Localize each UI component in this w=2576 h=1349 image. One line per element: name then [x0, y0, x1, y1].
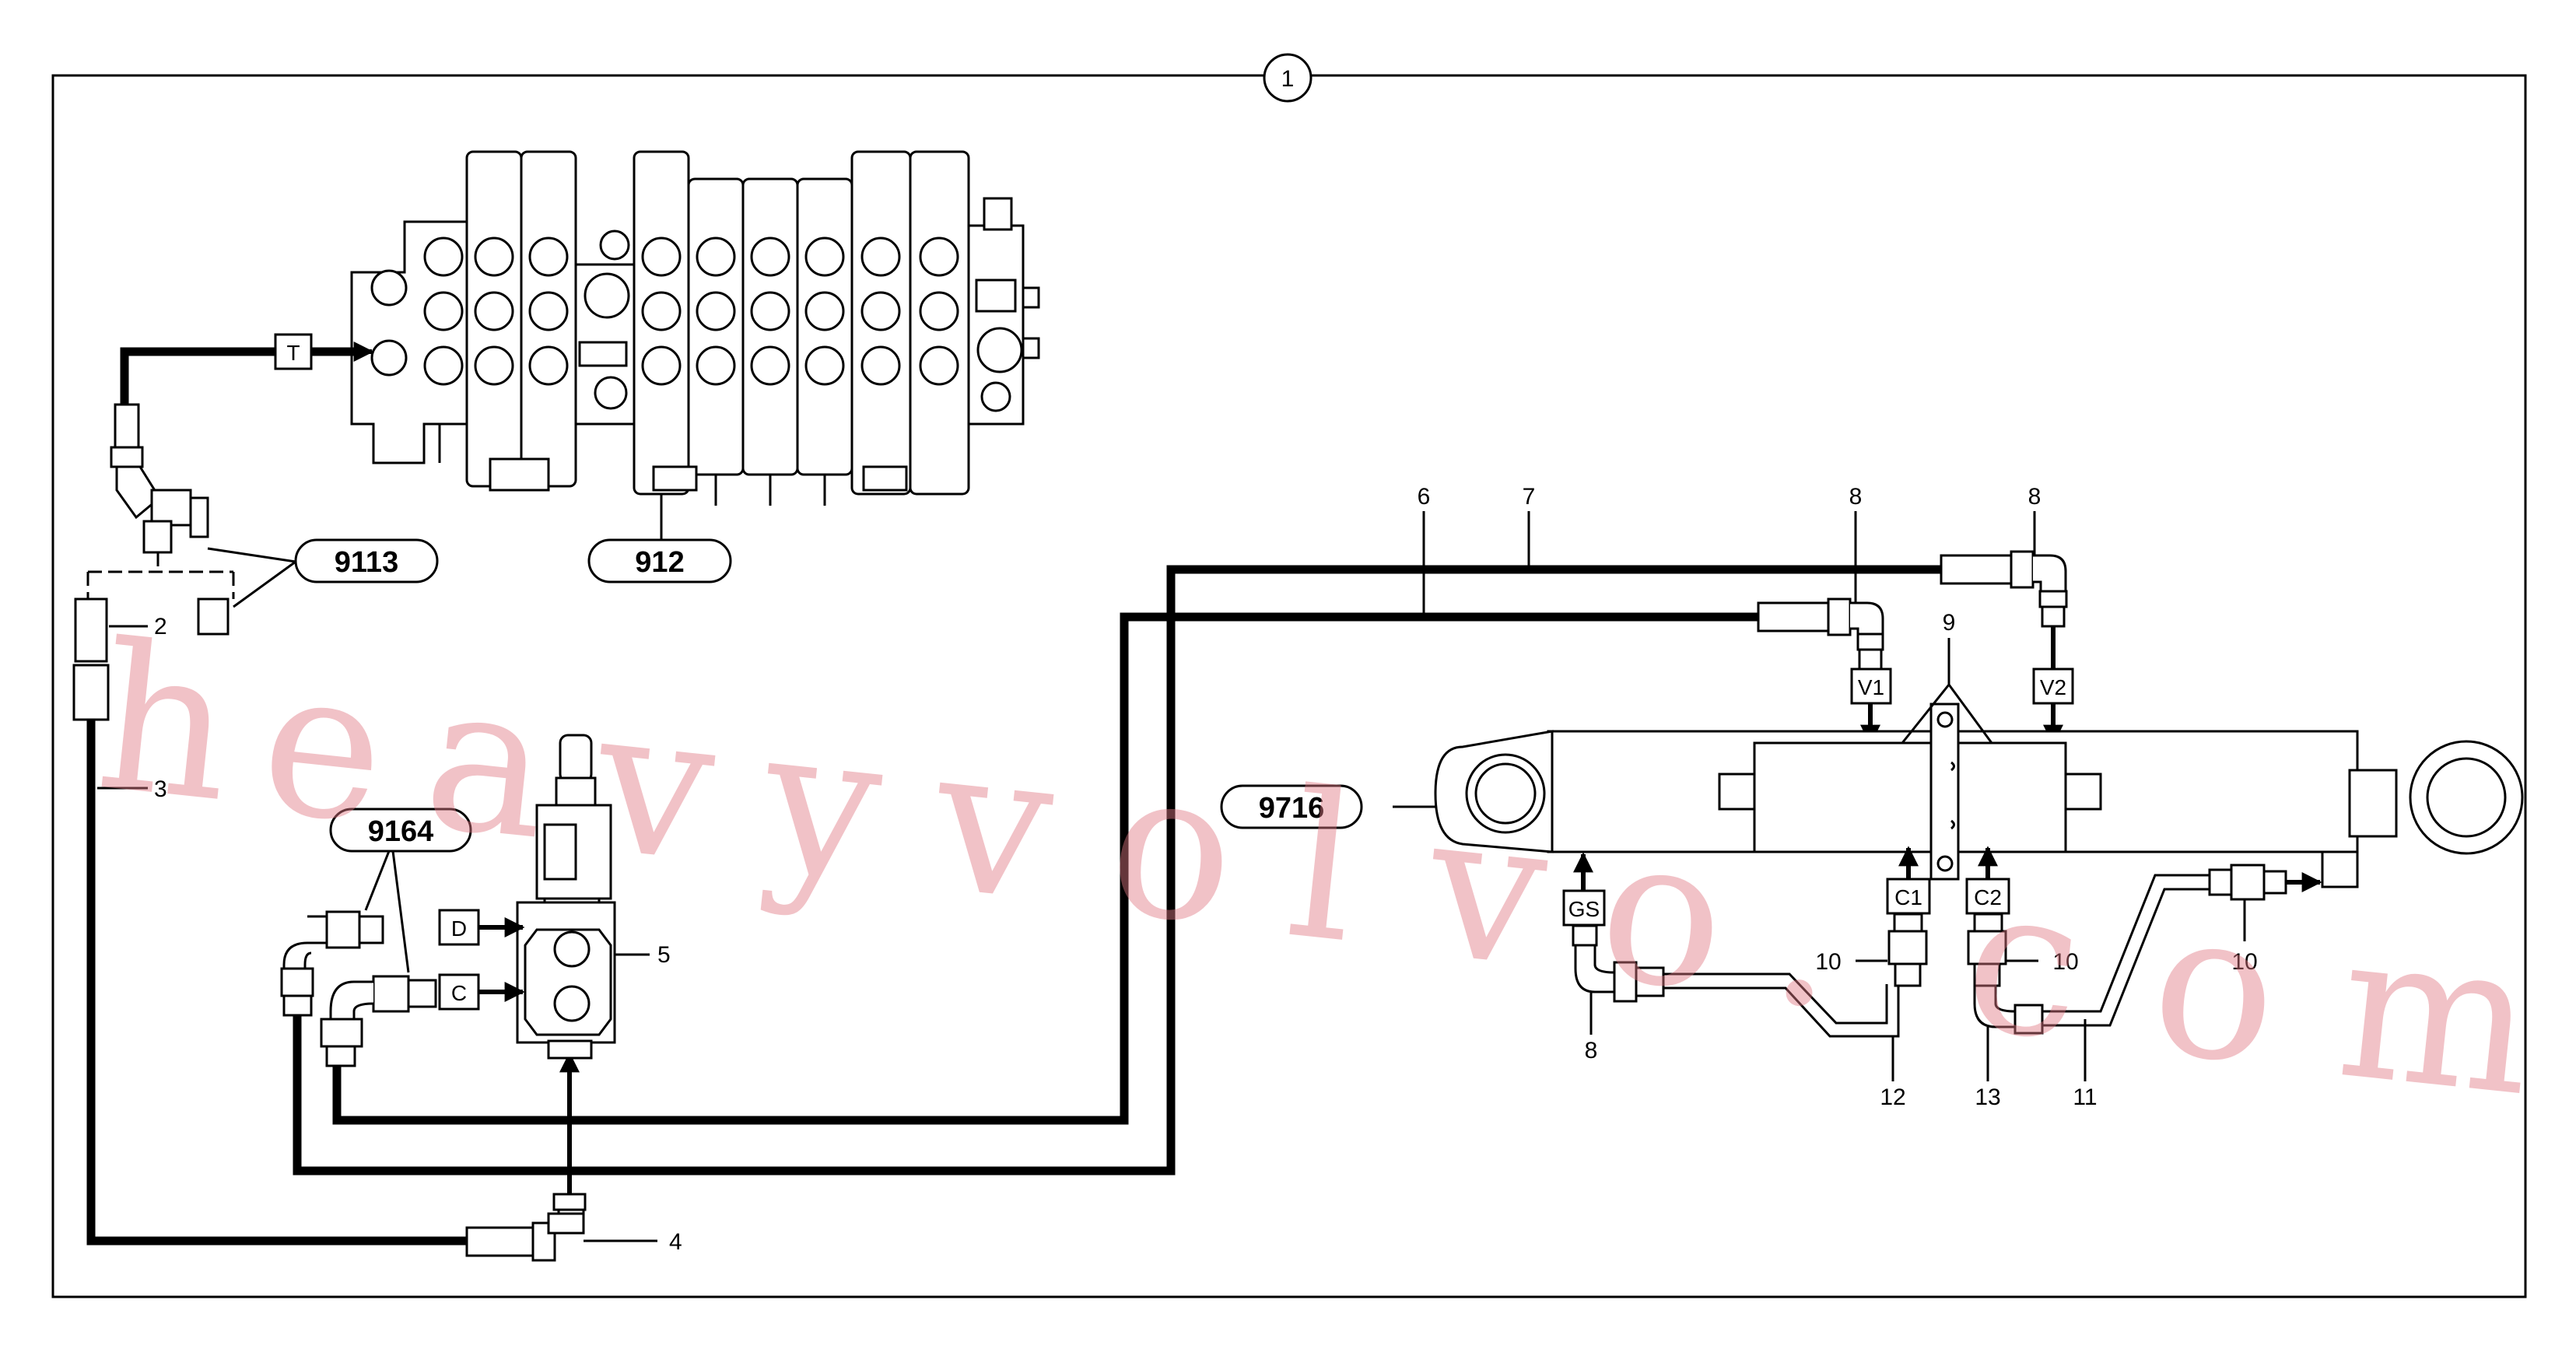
valve-9164 — [516, 734, 616, 1060]
watermark: h e a v y v o l v o . c o m — [89, 600, 2545, 1141]
port-V2-box — [2032, 667, 2074, 705]
svg-text:a: a — [415, 639, 560, 885]
tube-12 — [1663, 972, 1888, 1025]
callout-13: 13 — [1975, 1084, 2000, 1110]
callout-3: 3 — [154, 776, 167, 802]
callout-8-v1: 8 — [1849, 484, 1863, 510]
svg-text:c: c — [1956, 841, 2093, 1087]
fitting-10-c2 — [1967, 913, 2044, 1035]
elbow-fitting-8-v2 — [1940, 550, 2068, 628]
svg-text:l: l — [1279, 748, 1368, 988]
assembly-label-9113: 9113 — [335, 546, 398, 579]
elbow-fitting-8-gs — [1572, 924, 1665, 1003]
svg-text:o: o — [1590, 790, 1736, 1037]
port-V2-label: V2 — [2040, 675, 2066, 699]
index-label: 1 — [1281, 66, 1295, 92]
svg-text:v: v — [583, 662, 724, 908]
callout-2: 2 — [154, 614, 167, 639]
callout-6: 6 — [1418, 484, 1431, 510]
svg-text:o: o — [2143, 864, 2288, 1111]
port-D-box — [438, 909, 480, 946]
hose-3 — [86, 720, 467, 1246]
port-V1-label: V1 — [1858, 675, 1884, 699]
control-valve-912 — [350, 150, 1040, 506]
return-hose — [120, 347, 359, 405]
tube-11 — [2042, 874, 2210, 1013]
port-T-label: T — [286, 341, 300, 365]
elbow-fitting-4 — [465, 1193, 587, 1262]
svg-text:v: v — [921, 701, 1063, 947]
svg-text:e: e — [252, 623, 396, 869]
callout-9: 9 — [1943, 610, 1956, 636]
svg-text:y: y — [750, 682, 892, 927]
port-GS-label: GS — [1568, 897, 1600, 921]
assembly-label-9716: 9716 — [1259, 792, 1325, 825]
callout-10-right: 10 — [2231, 949, 2257, 975]
callout-10-c1: 10 — [1815, 949, 1841, 975]
assembly-label-9164: 9164 — [368, 815, 434, 848]
callout-4: 4 — [669, 1229, 682, 1255]
fitting-C — [320, 975, 437, 1067]
fitting-10-c1 — [1887, 913, 1928, 987]
assembly-badge-9164 — [329, 808, 472, 853]
svg-text:m: m — [2329, 888, 2545, 1141]
callout-11: 11 — [2073, 1084, 2097, 1110]
assembly-badge-912 — [587, 538, 732, 583]
fitting-D — [280, 910, 384, 1017]
hose-7 — [293, 565, 1941, 1176]
port-GS-box — [1562, 889, 1606, 927]
port-C1-label: C1 — [1894, 885, 1922, 909]
svg-text:o: o — [1100, 724, 1246, 971]
callout-8-v2: 8 — [2028, 484, 2042, 510]
port-T-box — [274, 333, 313, 370]
elbow-fitting-8-v1 — [1757, 597, 1884, 671]
port-D-label: D — [451, 916, 467, 941]
port-C2-label: C2 — [1974, 885, 2002, 909]
port-C-label: C — [451, 981, 467, 1005]
callout-5: 5 — [657, 942, 671, 968]
port-C-box — [438, 973, 480, 1011]
fitting-10-right — [2208, 864, 2287, 901]
svg-text:h: h — [89, 600, 243, 847]
assembly-badge-9113 — [294, 538, 439, 583]
callout-12: 12 — [1880, 1084, 1905, 1110]
assembly-label-912: 912 — [635, 546, 684, 579]
callout-10-c2: 10 — [2052, 949, 2078, 975]
port-V1-box — [1850, 667, 1892, 705]
svg-text:v: v — [1415, 767, 1557, 1013]
callout-8-gs: 8 — [1585, 1038, 1598, 1063]
cylinder-9716 — [1434, 703, 2524, 888]
callout-7: 7 — [1523, 484, 1536, 510]
index-circle — [1263, 53, 1313, 103]
assembly-badge-9716 — [1220, 784, 1363, 829]
fitting-9113 — [72, 403, 235, 721]
